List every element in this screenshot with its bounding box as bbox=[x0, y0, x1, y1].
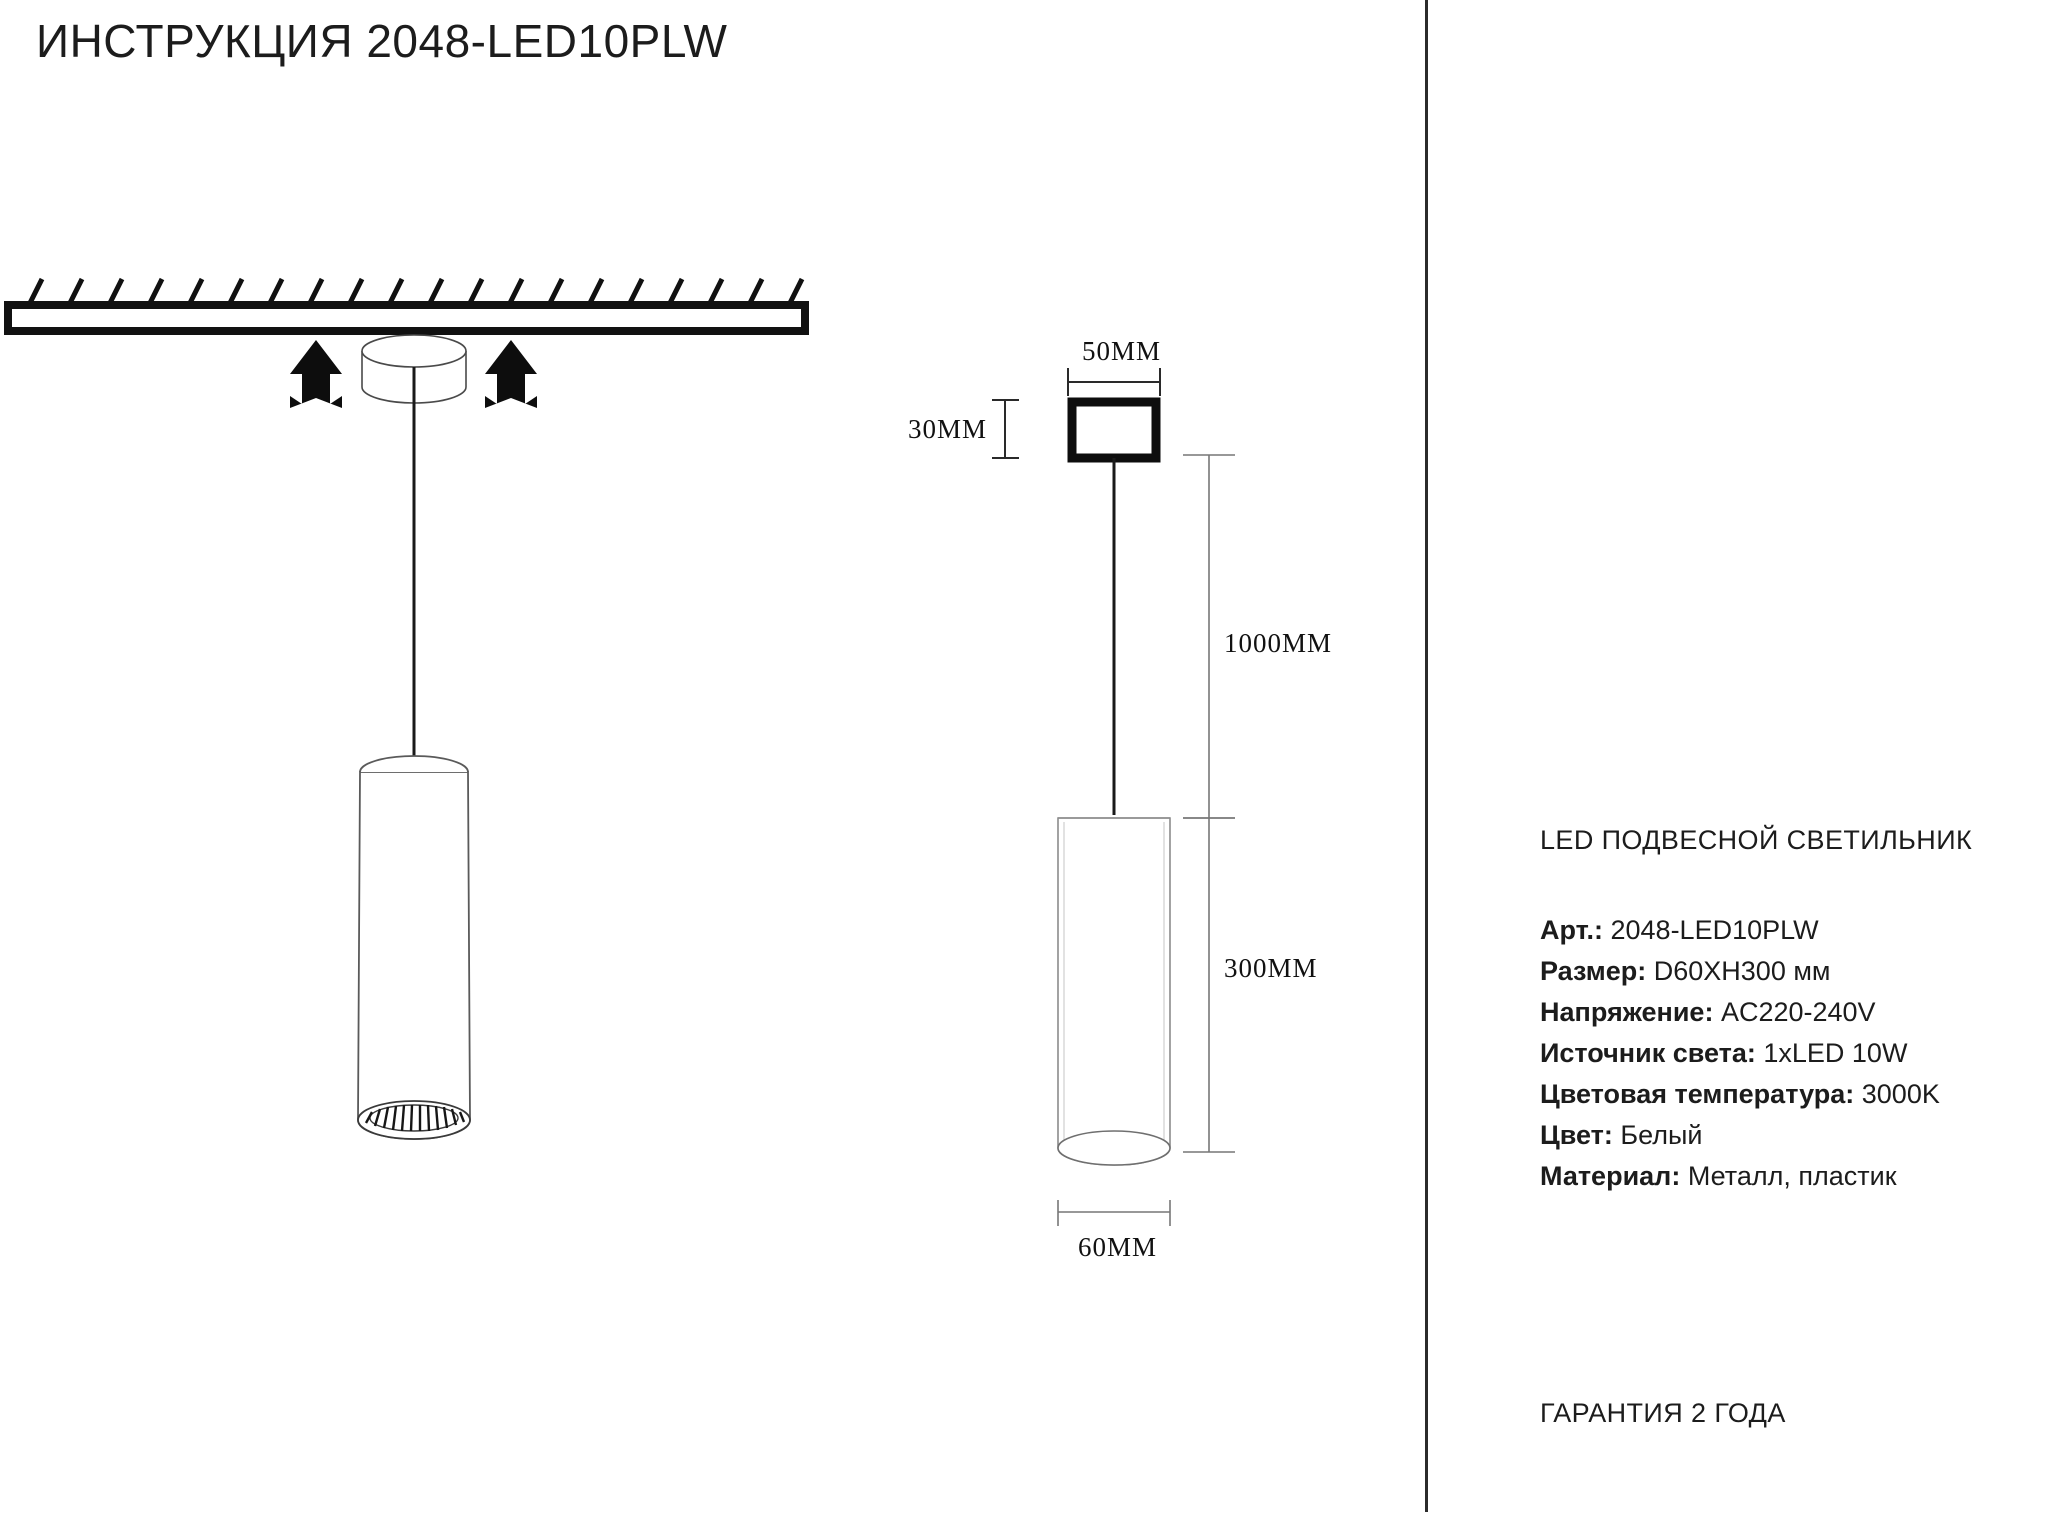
width-dimension-50mm bbox=[1067, 368, 1161, 396]
warranty-text: ГАРАНТИЯ 2 ГОДА bbox=[1540, 1398, 1786, 1428]
spec-row-article: Арт.: 2048-LED10PLW bbox=[1540, 910, 2060, 951]
hatched-ceiling-icon bbox=[4, 277, 809, 335]
spec-value: 1xLED 10W bbox=[1763, 1038, 1908, 1068]
height-dimension-30mm bbox=[992, 399, 1019, 459]
spec-value: D60XH300 мм bbox=[1653, 956, 1831, 986]
product-kind-title: LED ПОДВЕСНОЙ СВЕТИЛЬНИК bbox=[1540, 825, 1973, 855]
dimension-label-canopy-width: 50MM bbox=[1082, 336, 1162, 366]
specification-list: Арт.: 2048-LED10PLW Размер: D60XH300 мм … bbox=[1540, 910, 2060, 1197]
up-arrow-icon bbox=[290, 340, 342, 408]
canopy-box-icon bbox=[1067, 397, 1161, 463]
spec-row-voltage: Напряжение: AC220-240V bbox=[1540, 992, 2060, 1033]
spec-key: Цвет: bbox=[1540, 1120, 1613, 1150]
spec-value: 2048-LED10PLW bbox=[1610, 915, 1819, 945]
spec-key: Размер: bbox=[1540, 956, 1647, 986]
spec-key: Напряжение: bbox=[1540, 997, 1714, 1027]
spec-value: AC220-240V bbox=[1720, 997, 1876, 1027]
spec-key: Источник света: bbox=[1540, 1038, 1756, 1068]
dimension-label-suspension-length: 1000MM bbox=[1224, 628, 1333, 658]
spec-key: Материал: bbox=[1540, 1161, 1681, 1191]
spec-row-color-temperature: Цветовая температура: 3000K bbox=[1540, 1074, 2060, 1115]
dimension-label-body-height: 300MM bbox=[1224, 953, 1318, 983]
spec-key: Арт.: bbox=[1540, 915, 1603, 945]
spec-key: Цветовая температура: bbox=[1540, 1079, 1855, 1109]
height-dimension-300mm bbox=[1183, 817, 1235, 1153]
spec-value: Белый bbox=[1620, 1120, 1703, 1150]
product-info-panel: LED ПОДВЕСНОЙ СВЕТИЛЬНИК Арт.: 2048-LED1… bbox=[1540, 0, 2040, 1520]
spec-row-color: Цвет: Белый bbox=[1540, 1115, 2060, 1156]
spec-value: Металл, пластик bbox=[1687, 1161, 1897, 1191]
cylinder-body-icon bbox=[1057, 817, 1171, 1166]
reflector-grill-icon bbox=[357, 1100, 471, 1140]
spec-row-size: Размер: D60XH300 мм bbox=[1540, 951, 2060, 992]
spec-row-material: Материал: Металл, пластик bbox=[1540, 1156, 2060, 1197]
up-arrow-icon bbox=[485, 340, 537, 408]
dimension-label-body-diameter: 60MM bbox=[1078, 1232, 1158, 1262]
spec-value: 3000K bbox=[1861, 1079, 1940, 1109]
spec-row-light-source: Источник света: 1xLED 10W bbox=[1540, 1033, 2060, 1074]
dimension-label-canopy-height: 30MM bbox=[908, 414, 988, 444]
diameter-dimension-60mm bbox=[1057, 1200, 1171, 1226]
page-title: ИНСТРУКЦИЯ 2048-LED10PLW bbox=[36, 15, 728, 67]
panel-divider bbox=[1425, 0, 1428, 1512]
